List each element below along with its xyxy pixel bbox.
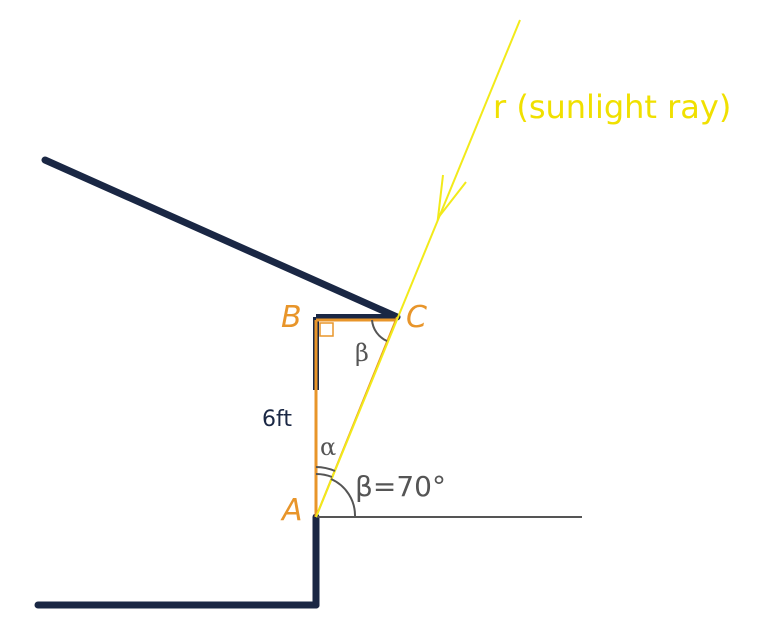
angle-beta-inner-label: β: [355, 339, 369, 367]
ray-arrowhead: [436, 174, 467, 222]
angle-alpha-arc-inner: [315, 472, 333, 478]
roof-line: [41, 156, 401, 321]
angle-alpha-label: α: [320, 433, 336, 461]
sunlight-ray: [315, 19, 521, 518]
length-label: 6ft: [262, 407, 292, 432]
right-angle-marker: [319, 322, 334, 337]
point-a-label: A: [280, 493, 303, 528]
angle-beta-value-label: β=70°: [355, 470, 446, 503]
angle-beta-arc-a: [330, 478, 357, 518]
ray-label: r (sunlight ray): [493, 88, 731, 126]
point-c-label: C: [406, 300, 427, 335]
point-b-label: B: [281, 300, 302, 335]
angle-alpha-arc: [315, 466, 336, 472]
angle-beta-arc-c: [371, 319, 388, 342]
